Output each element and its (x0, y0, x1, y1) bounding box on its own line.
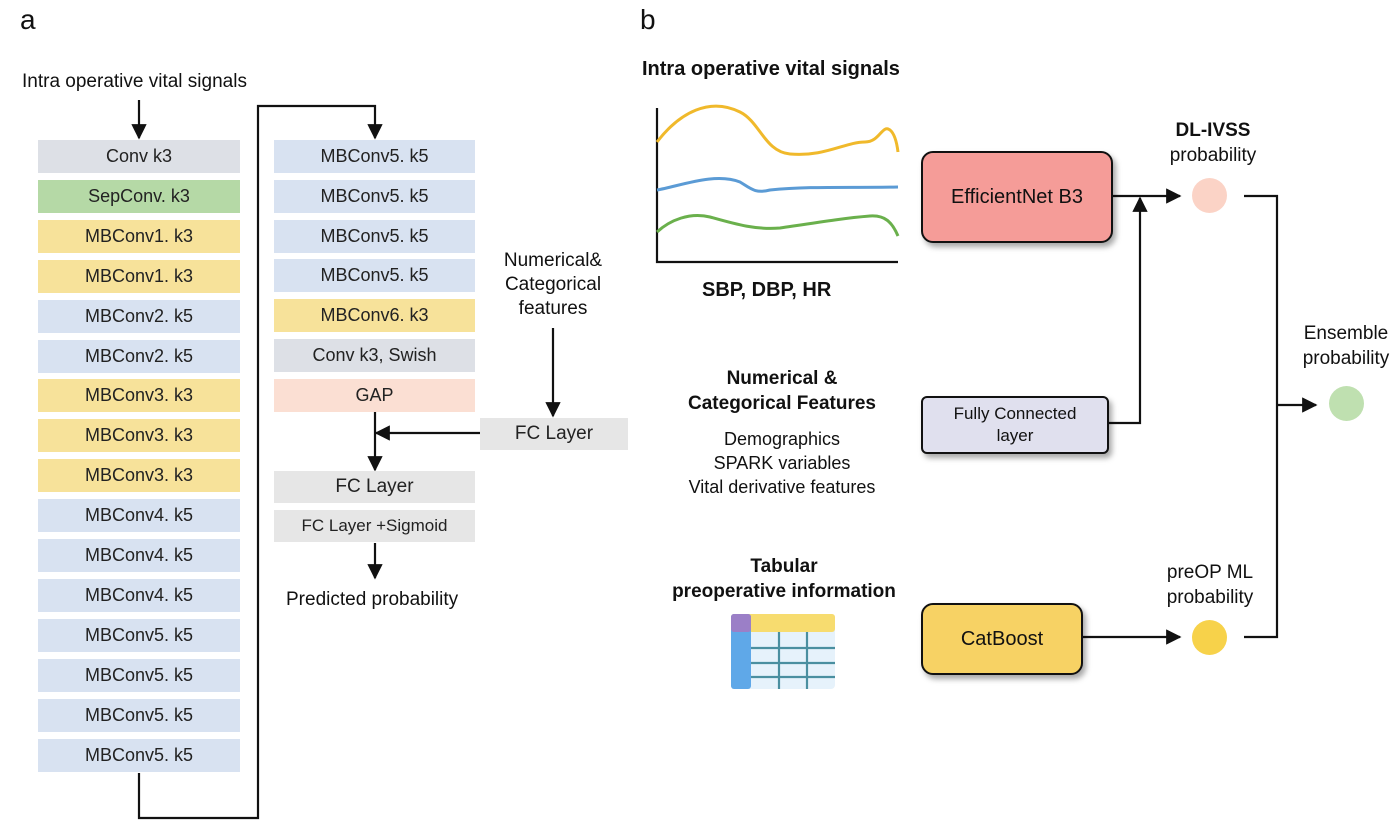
layer-block: MBConv5. k5 (274, 179, 475, 213)
sbp-line (655, 104, 900, 156)
layer-block: MBConv5. k5 (38, 618, 240, 652)
dl-ivss-title-line-1: DL-IVSS (1175, 120, 1251, 141)
arrow-column-wrap (137, 104, 383, 820)
feature-spark-variables: SPARK variables (713, 453, 851, 473)
numerical-categorical-features-label: Numerical& Categorical features (493, 249, 613, 321)
predicted-probability-label: Predicted probability (286, 589, 459, 610)
features-title-line-1: Numerical & (726, 368, 838, 389)
layer-block: MBConv3. k3 (38, 459, 240, 493)
layer-block: MBConv5. k5 (274, 140, 475, 173)
layer-block: MBConv6. k3 (274, 299, 475, 333)
layer-block: MBConv5. k5 (38, 698, 240, 732)
layer-block: MBConv1. k3 (38, 259, 240, 293)
catboost-box: CatBoost (921, 603, 1083, 675)
features-title: Numerical & Categorical Features (662, 366, 902, 416)
plot-axes (655, 108, 898, 264)
layer-block: MBConv1. k3 (38, 219, 240, 253)
layer-block: SepConv. k3 (38, 179, 240, 213)
hr-line (655, 214, 900, 237)
tabular-title: Tabular preoperative information (652, 554, 916, 604)
layer-block: MBConv2. k5 (38, 339, 240, 373)
layer-block: Conv k3 (38, 140, 240, 173)
dl-ivss-probability-circle (1192, 178, 1227, 213)
dl-ivss-title-line-2: probability (1169, 145, 1257, 166)
layer-block: MBConv4. k5 (38, 499, 240, 533)
features-line-1: Numerical& (503, 250, 603, 271)
features-line-2: Categorical (504, 274, 602, 295)
preop-title-line-2: probability (1166, 587, 1254, 608)
dbp-line (656, 177, 899, 193)
fc-layer-block: FC Layer (274, 471, 475, 503)
features-fc-layer-block: FC Layer (480, 418, 628, 450)
fully-connected-line-1: Fully Connected (953, 404, 1077, 423)
layer-block: MBConv2. k5 (38, 299, 240, 333)
features-title-line-2: Categorical Features (688, 393, 876, 414)
features-list: Demographics SPARK variables Vital deriv… (662, 427, 902, 499)
table-icon (731, 614, 835, 689)
ensemble-title: Ensemble probability (1296, 321, 1396, 371)
vital-signals-plot (655, 104, 900, 264)
ensemble-title-line-2: probability (1302, 348, 1390, 369)
layer-block: MBConv3. k3 (38, 379, 240, 413)
tabular-title-line-1: Tabular (750, 556, 818, 577)
efficientnet-label: EfficientNet B3 (951, 185, 1083, 208)
fully-connected-box: Fully Connected layer (921, 396, 1109, 454)
layer-block: MBConv3. k3 (38, 419, 240, 453)
fully-connected-line-2: layer (996, 426, 1034, 445)
dl-ivss-title: DL-IVSS probability (1150, 118, 1276, 168)
layer-block: MBConv4. k5 (38, 578, 240, 612)
layer-block: MBConv5. k5 (38, 658, 240, 692)
preop-probability-circle (1192, 620, 1227, 655)
panel-a-label: a (20, 4, 36, 35)
bracket-ensemble (1244, 194, 1279, 639)
layer-block: Conv k3, Swish (274, 339, 475, 372)
efficientnet-box: EfficientNet B3 (921, 151, 1113, 243)
ensemble-probability-circle (1329, 386, 1364, 421)
arrow-fc-to-dl (1108, 196, 1148, 425)
panel-a-input-label: Intra operative vital signals (22, 71, 247, 92)
layer-block: MBConv5. k5 (274, 259, 475, 293)
preop-title: preOP ML probability (1150, 560, 1270, 610)
layer-block: MBConv5. k5 (274, 219, 475, 253)
ensemble-title-line-1: Ensemble (1303, 323, 1389, 344)
tabular-title-line-2: preoperative information (672, 581, 896, 602)
catboost-label: CatBoost (960, 627, 1044, 650)
fc-sigmoid-block: FC Layer +Sigmoid (274, 510, 475, 542)
features-line-3: features (518, 298, 588, 319)
layer-block: MBConv4. k5 (38, 539, 240, 572)
feature-vital-derivative: Vital derivative features (688, 477, 876, 497)
feature-demographics: Demographics (723, 429, 841, 449)
preop-title-line-1: preOP ML (1166, 562, 1254, 583)
panel-b-label: b (640, 4, 656, 35)
layer-block: MBConv5. k5 (38, 738, 240, 772)
vital-signals-title: Intra operative vital signals (642, 58, 900, 80)
layer-block: GAP (274, 378, 475, 412)
vital-signals-caption: SBP, DBP, HR (702, 279, 832, 301)
